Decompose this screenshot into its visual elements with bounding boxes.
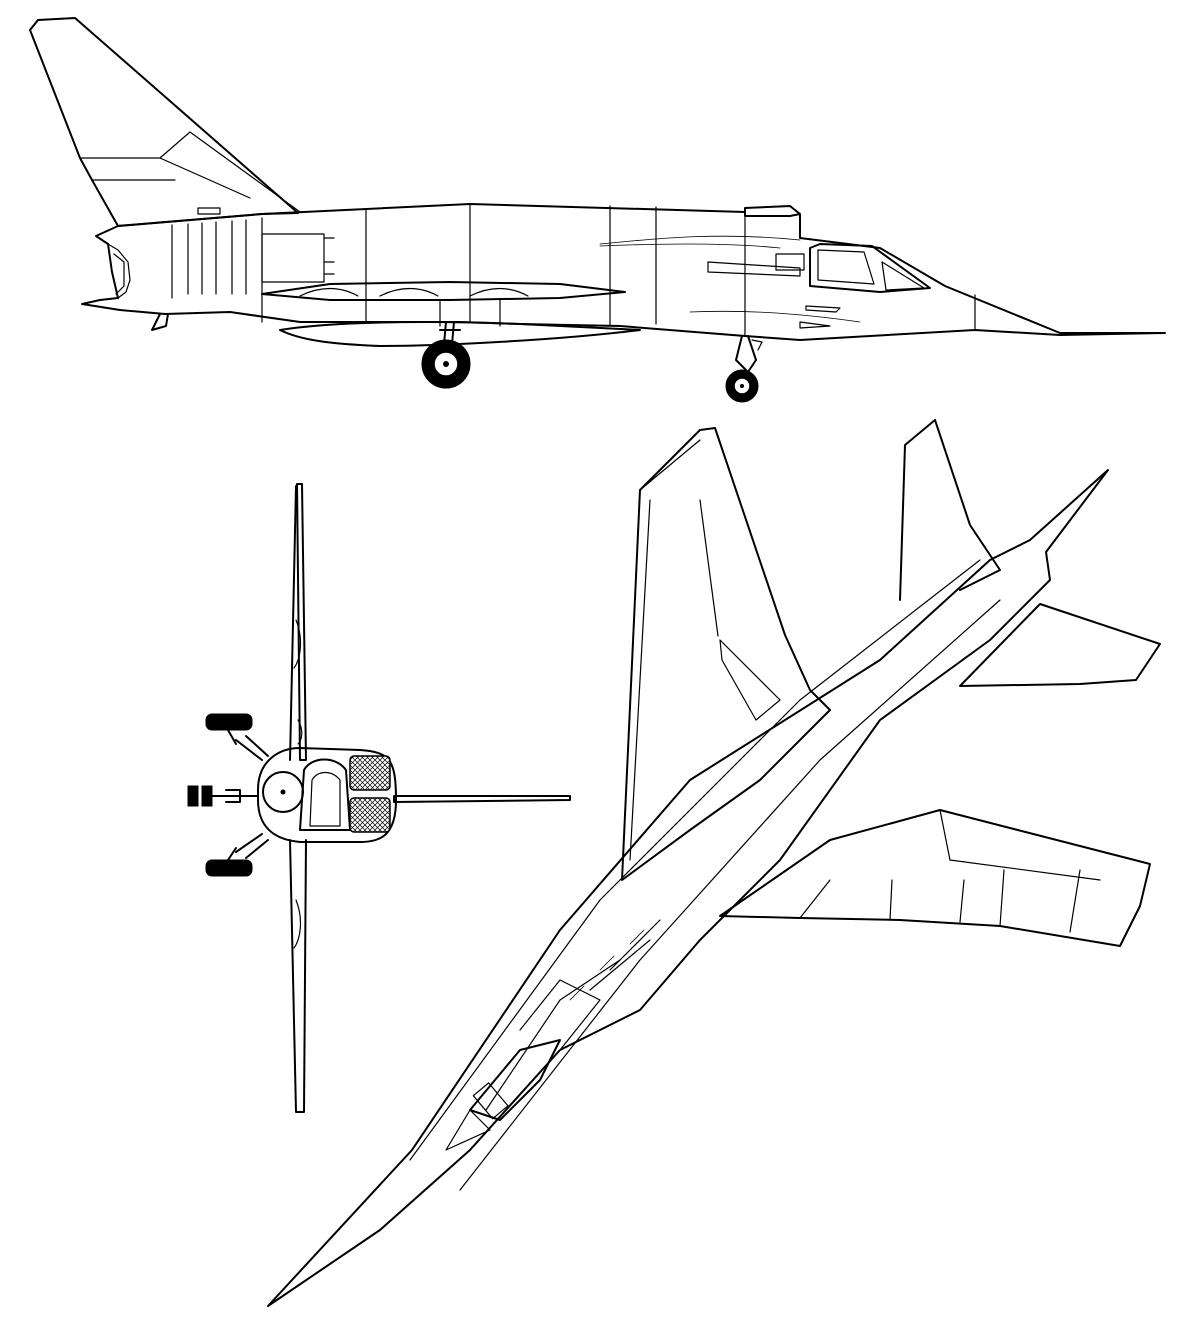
- plan-horizontal-stab: [959, 603, 1161, 687]
- vertical-tail: [29, 17, 299, 227]
- external-tank: [279, 321, 641, 347]
- left-wing: [621, 427, 831, 881]
- wing-side: [261, 281, 626, 301]
- fuselage-plan: [267, 469, 1109, 1307]
- canopy: [809, 243, 931, 293]
- plan-view: [267, 419, 1161, 1307]
- side-view: [29, 17, 1166, 403]
- fuselage-side: [81, 203, 1166, 341]
- front-fuselage: [257, 747, 397, 843]
- intake-mesh: [349, 755, 391, 791]
- right-wing: [719, 809, 1151, 947]
- plan-vertical-tail: [899, 419, 1001, 601]
- front-stabilizer: [393, 795, 571, 803]
- plan-canopy: [469, 1039, 561, 1121]
- front-fin: [296, 483, 307, 761]
- front-view: [187, 483, 571, 1113]
